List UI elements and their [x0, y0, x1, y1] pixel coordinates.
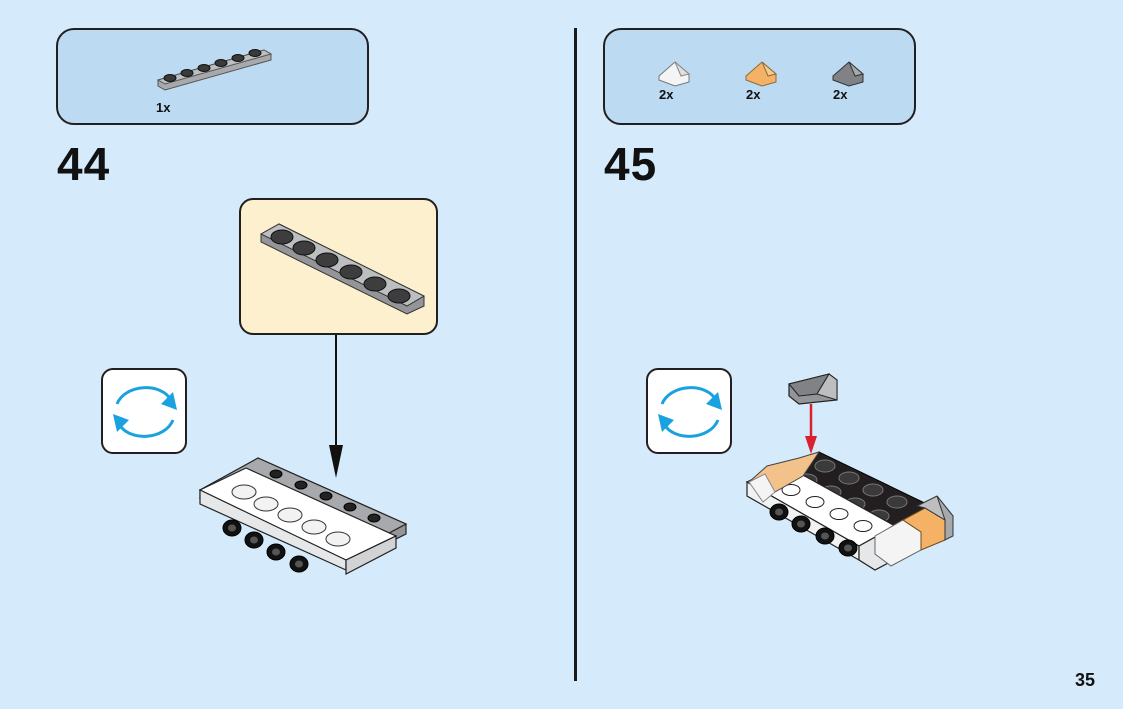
page-number: 35	[1074, 670, 1095, 690]
part-quantity: 2x	[746, 87, 761, 102]
slope-gray-part-icon	[832, 61, 865, 87]
slope-clear-part-icon	[658, 61, 691, 87]
parts-list-step-45: 2x 2x 2x	[603, 28, 916, 125]
model-assembly-step-45	[745, 373, 954, 571]
page-divider	[574, 28, 577, 681]
rotate-arrows-icon	[658, 386, 722, 438]
plate-1x6-part-icon	[156, 49, 273, 91]
rotate-model-button	[646, 368, 732, 454]
step-number: 44	[57, 138, 111, 190]
part-quantity: 2x	[833, 87, 848, 102]
step-number: 45	[604, 138, 658, 190]
gray-slope-piece	[788, 373, 838, 405]
part-quantity: 1x	[156, 100, 171, 115]
placement-arrow-down	[329, 335, 343, 478]
slope-orange-part-icon	[745, 61, 778, 87]
parts-list-step-44: 1x	[56, 28, 369, 125]
model-assembly-step-44	[198, 457, 408, 575]
sub-assembly-callout	[239, 198, 438, 335]
rotate-model-button	[101, 368, 187, 454]
rotate-arrows-icon	[113, 386, 177, 438]
plate-1x6-callout-icon	[259, 223, 426, 315]
part-quantity: 2x	[659, 87, 674, 102]
